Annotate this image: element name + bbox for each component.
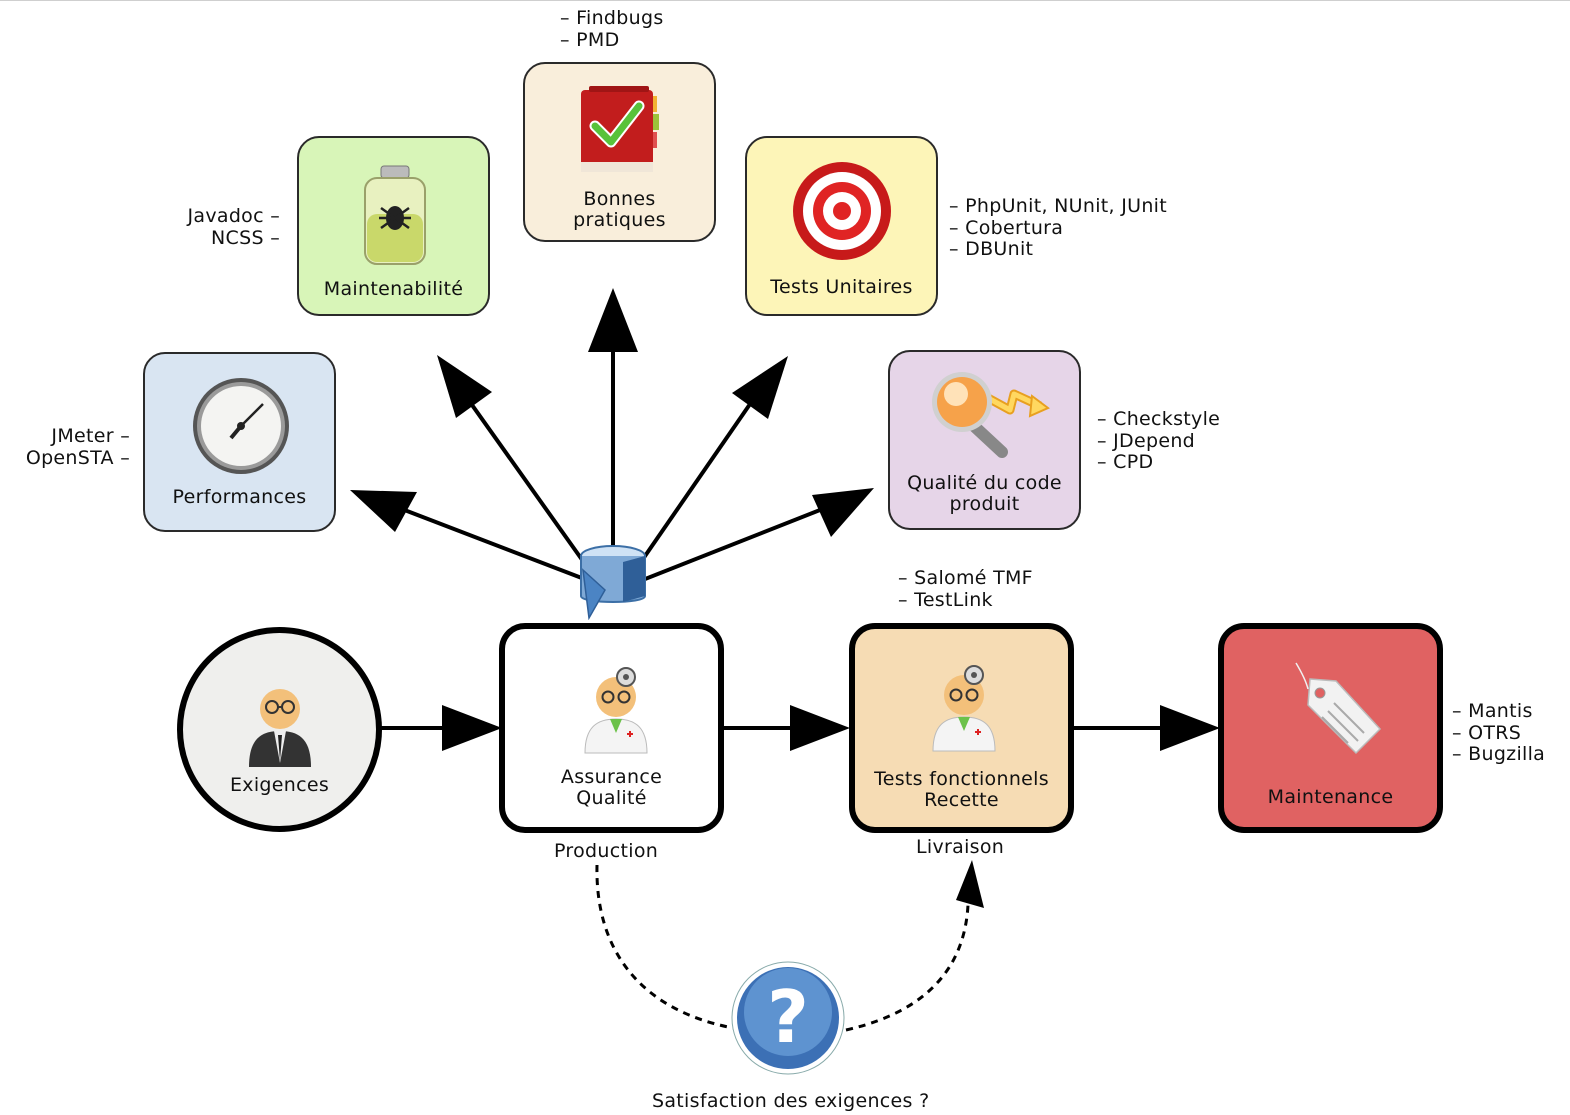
tool-item: Findbugs xyxy=(560,7,664,30)
tool-item: JDepend xyxy=(1097,430,1220,453)
node-maintenabilite-label: Maintenabilité xyxy=(323,278,464,300)
tool-item: Javadoc xyxy=(145,205,280,228)
tool-item: Bugzilla xyxy=(1452,743,1545,766)
tools-tests-fonctionnels: Salomé TMF TestLink xyxy=(898,567,1033,612)
tool-item: OTRS xyxy=(1452,722,1545,745)
node-performances[interactable]: Performances xyxy=(143,352,336,532)
top-border xyxy=(0,0,1570,1)
tool-item: OpenSTA xyxy=(5,447,130,470)
dashed-arrow-production-to-satisfaction xyxy=(595,864,734,1030)
arrow-to-performances xyxy=(367,494,601,587)
node-performances-label: Performances xyxy=(172,486,307,508)
node-qualite-code[interactable]: Qualité du code produit xyxy=(888,350,1081,530)
dashed-arrow-satisfaction-to-livraison xyxy=(845,904,970,1032)
target-icon xyxy=(791,160,893,262)
node-qualite-code-label: Qualité du code produit xyxy=(907,472,1062,515)
node-tests-fonctionnels[interactable]: Tests fonctionnels Recette xyxy=(849,623,1074,833)
checkbook-icon xyxy=(575,82,671,178)
node-maintenance-label: Maintenance xyxy=(1267,786,1394,808)
node-exigences[interactable]: Exigences xyxy=(177,627,382,832)
node-assurance-qualite-label: Assurance Qualité xyxy=(560,766,663,809)
node-bonnes-pratiques[interactable]: Bonnes pratiques xyxy=(523,62,716,242)
node-assurance-qualite[interactable]: Assurance Qualité xyxy=(499,623,724,833)
caption-production: Production xyxy=(554,840,659,862)
arrowhead-tests-unitaires xyxy=(732,356,788,419)
tool-item: Cobertura xyxy=(949,217,1167,240)
tool-item: TestLink xyxy=(898,589,1033,612)
tool-item: Salomé TMF xyxy=(898,567,1033,590)
tools-qualite-code: Checkstyle JDepend CPD xyxy=(1097,408,1220,474)
node-tests-fonctionnels-label: Tests fonctionnels Recette xyxy=(874,768,1049,811)
tools-bonnes-pratiques: Findbugs PMD xyxy=(560,7,664,52)
tools-maintenabilite: Javadoc NCSS xyxy=(145,205,280,250)
node-exigences-label: Exigences xyxy=(229,774,330,796)
caption-satisfaction: Satisfaction des exigences ? xyxy=(652,1090,930,1112)
tools-maintenance: Mantis OTRS Bugzilla xyxy=(1452,700,1545,766)
arrow-to-maintenabilite xyxy=(448,372,602,587)
arrowhead-livraison xyxy=(956,860,984,908)
arrow-to-tests-unitaires xyxy=(623,376,770,587)
node-bonnes-pratiques-label: Bonnes pratiques xyxy=(573,188,666,231)
tool-item: PMD xyxy=(560,29,664,52)
arrowhead-assurance xyxy=(442,705,502,751)
node-tests-unitaires-label: Tests Unitaires xyxy=(770,276,913,298)
tool-item: DBUnit xyxy=(949,238,1167,261)
tool-item: CPD xyxy=(1097,451,1220,474)
caption-livraison: Livraison xyxy=(916,836,1005,858)
svg-text:?: ? xyxy=(767,975,809,1059)
tools-performances: JMeter OpenSTA xyxy=(5,425,130,470)
bug-jar-icon xyxy=(359,164,431,268)
clock-icon xyxy=(191,376,291,476)
arrowhead-qualite-code xyxy=(812,488,874,537)
person-icon xyxy=(245,683,315,769)
arrowhead-maintenabilite xyxy=(437,355,492,418)
tool-item: PhpUnit, NUnit, JUnit xyxy=(949,195,1167,218)
magnifier-icon xyxy=(928,368,1050,460)
node-maintenance[interactable]: Maintenance xyxy=(1218,623,1443,833)
tool-item: NCSS xyxy=(145,227,280,250)
node-tests-unitaires[interactable]: Tests Unitaires xyxy=(745,136,938,316)
tool-item: JMeter xyxy=(5,425,130,448)
tool-item: Checkstyle xyxy=(1097,408,1220,431)
doctor-icon xyxy=(581,667,651,755)
arrowhead-tests-fonctionnels xyxy=(790,705,850,751)
tools-tests-unitaires: PhpUnit, NUnit, JUnit Cobertura DBUnit xyxy=(949,195,1167,261)
arrowhead-bonnes-pratiques xyxy=(588,288,638,352)
rotate-icon xyxy=(575,540,650,621)
node-maintenabilite[interactable]: Maintenabilité xyxy=(297,136,490,316)
tool-item: Mantis xyxy=(1452,700,1545,723)
arrowhead-performances xyxy=(350,490,417,532)
arrowhead-maintenance xyxy=(1160,705,1220,751)
doctor-icon xyxy=(929,665,999,753)
question-icon[interactable]: ? xyxy=(730,960,846,1076)
tag-icon xyxy=(1276,659,1386,759)
